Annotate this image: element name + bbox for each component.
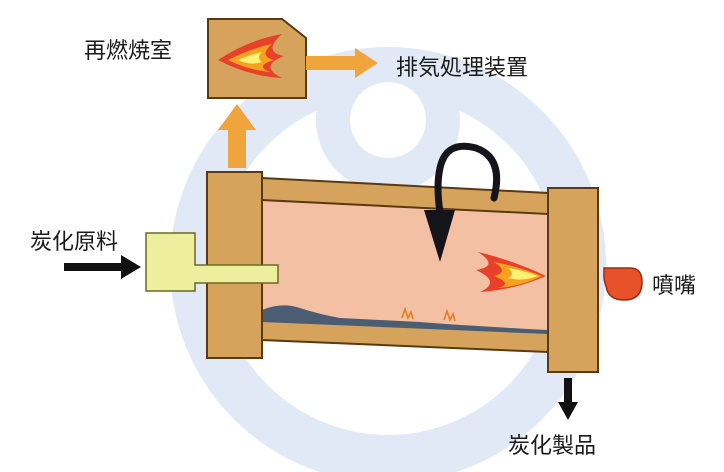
flame-icon	[218, 34, 284, 78]
afterburner-label: 再燃焼室	[84, 39, 173, 64]
burner-label: 噴嘴	[652, 274, 697, 299]
exhaust-flow-arrow	[306, 48, 378, 78]
exhaust-treatment-label: 排気処理装置	[396, 56, 529, 81]
charcoal-bed	[262, 305, 548, 334]
rotation-arrow-icon	[424, 142, 501, 262]
burner-nozzle-icon	[603, 267, 643, 301]
raw-material-label: 炭化原料	[30, 230, 119, 255]
afterburner-chamber	[207, 18, 307, 99]
product-output-arrow	[558, 378, 578, 420]
gas-up-arrow	[218, 104, 256, 168]
feed-hopper	[145, 232, 279, 292]
raw-material-arrow	[64, 255, 141, 279]
burner-flame-icon	[476, 252, 546, 292]
rotary-drum	[261, 176, 549, 354]
small-flame-icon	[401, 306, 456, 322]
carbonized-product-label: 炭化製品	[508, 434, 597, 459]
right-end-frame	[547, 187, 599, 373]
